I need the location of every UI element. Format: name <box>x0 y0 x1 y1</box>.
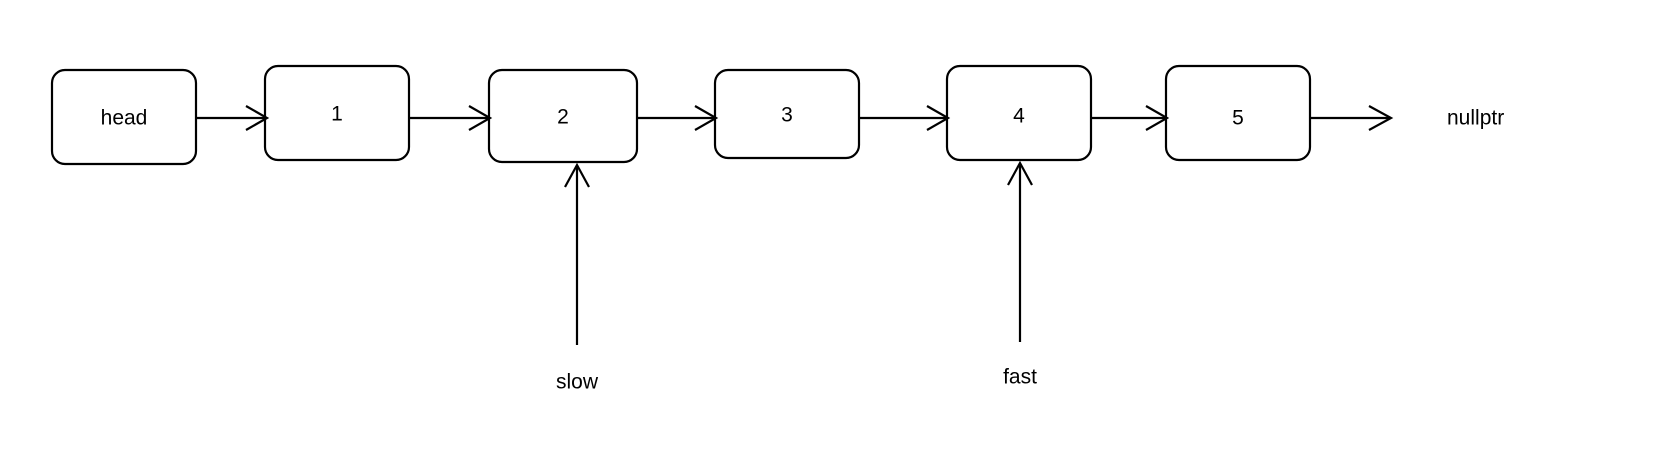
node-4-box[interactable] <box>945 64 1093 162</box>
node-5[interactable]: 5 <box>1164 64 1312 162</box>
edge-head-to-1 <box>196 105 270 131</box>
pointer-slow: slow <box>556 162 599 394</box>
arrowhead-icon <box>926 105 951 131</box>
arrowhead-icon <box>468 105 493 131</box>
pointer-slow-label: slow <box>556 371 599 394</box>
node-4-label: 4 <box>1013 105 1025 128</box>
node-5-box[interactable] <box>1164 64 1312 162</box>
node-1-box[interactable] <box>263 64 411 162</box>
node-head-label: head <box>101 107 148 130</box>
pointer-fast: fast <box>1003 160 1037 389</box>
node-2-label: 2 <box>557 106 569 129</box>
arrowhead-icon <box>564 162 590 188</box>
arrowhead-icon <box>1368 105 1394 131</box>
node-3-box[interactable] <box>713 68 861 160</box>
edge-2-to-3 <box>637 105 719 131</box>
arrowhead-icon <box>1007 160 1033 186</box>
arrowhead-icon <box>1145 105 1170 131</box>
node-head[interactable]: head <box>50 68 198 166</box>
edge-1-to-2 <box>409 105 493 131</box>
edge-5-to-nullptr <box>1310 105 1394 131</box>
node-2[interactable]: 2 <box>487 68 639 164</box>
edge-4-to-5 <box>1091 105 1170 131</box>
pointer-fast-label: fast <box>1003 366 1037 389</box>
nullptr-label: nullptr <box>1447 107 1504 130</box>
node-1[interactable]: 1 <box>263 64 411 162</box>
node-4[interactable]: 4 <box>945 64 1093 162</box>
node-5-label: 5 <box>1232 107 1244 130</box>
arrowhead-icon <box>694 105 719 131</box>
node-1-label: 1 <box>331 103 343 126</box>
node-3-label: 3 <box>781 104 793 127</box>
node-3[interactable]: 3 <box>713 68 861 160</box>
edge-3-to-4 <box>859 105 951 131</box>
node-2-box[interactable] <box>487 68 639 164</box>
arrowhead-icon <box>245 105 270 131</box>
